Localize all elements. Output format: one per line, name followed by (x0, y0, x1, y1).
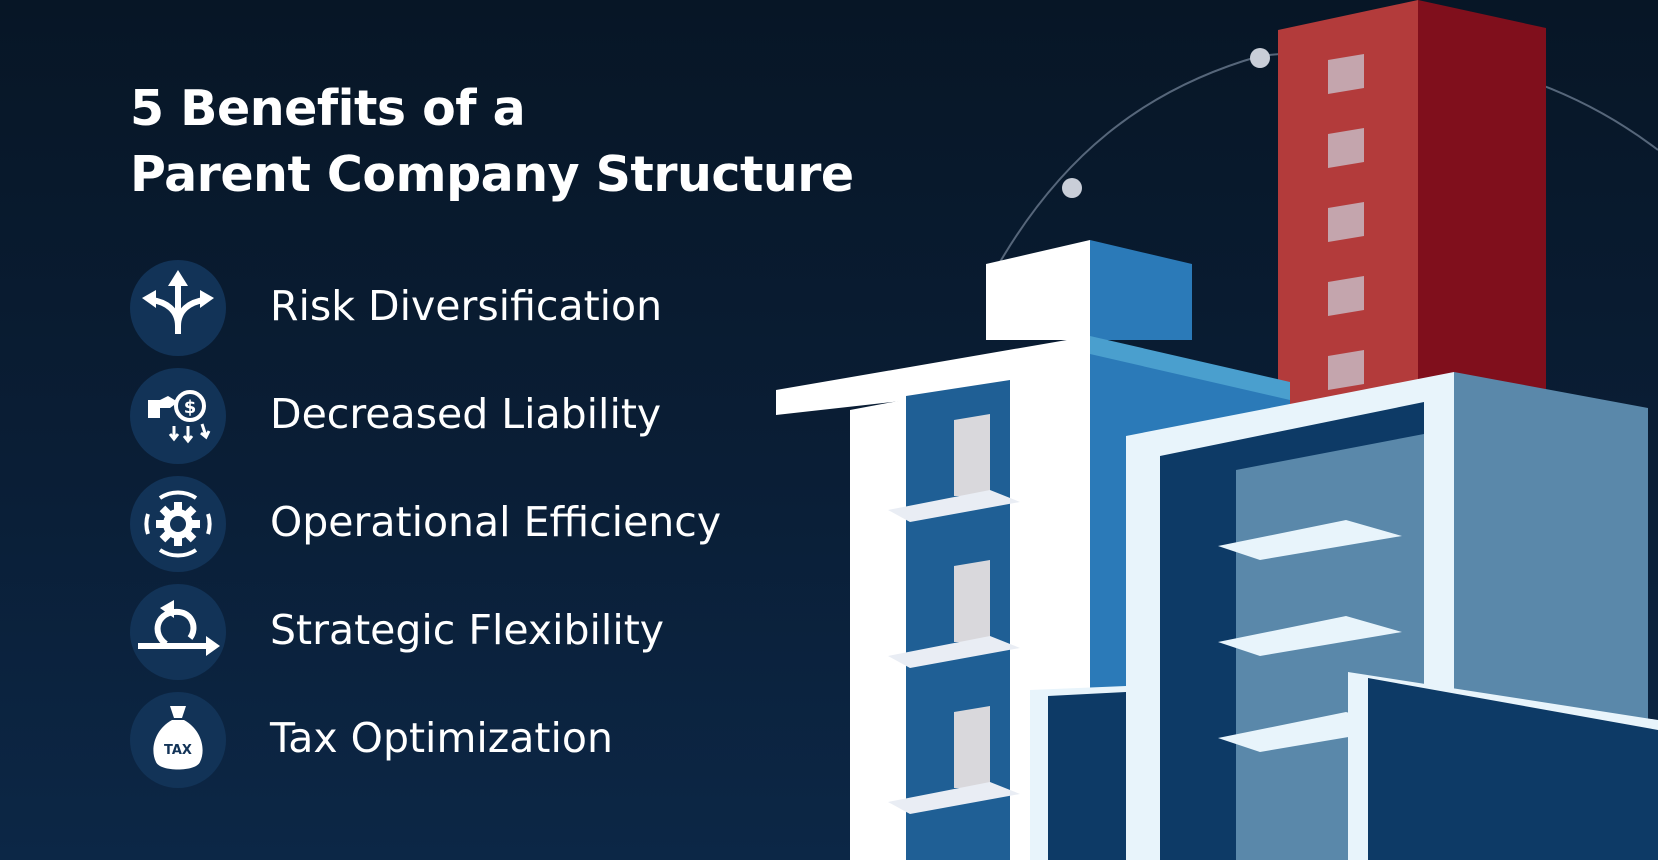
svg-text:$: $ (184, 397, 197, 418)
benefit-label: Tax Optimization (270, 714, 613, 762)
title-line-2: Parent Company Structure (130, 146, 854, 203)
orbit-dot (1250, 48, 1270, 68)
loop-arrow-icon (130, 584, 226, 680)
tax-bag-text: TAX (164, 743, 192, 758)
diverging-arrows-icon (130, 260, 226, 356)
benefit-label: Risk Diversification (270, 282, 663, 330)
buildings-illustration (776, 0, 1658, 860)
light-building (1030, 372, 1658, 860)
hand-dollar-arrows-icon: $ (130, 368, 226, 464)
tax-money-bag-icon: TAX (130, 692, 226, 788)
benefit-label: Decreased Liability (270, 390, 662, 438)
orbit-dot (1062, 178, 1082, 198)
gear-cycle-icon (130, 476, 226, 572)
page-title: 5 Benefits of a Parent Company Structure (130, 76, 854, 208)
title-line-1: 5 Benefits of a (130, 80, 526, 137)
benefit-label: Strategic Flexibility (270, 606, 665, 654)
benefit-label: Operational Efficiency (270, 498, 722, 546)
red-tower (1278, 0, 1546, 420)
